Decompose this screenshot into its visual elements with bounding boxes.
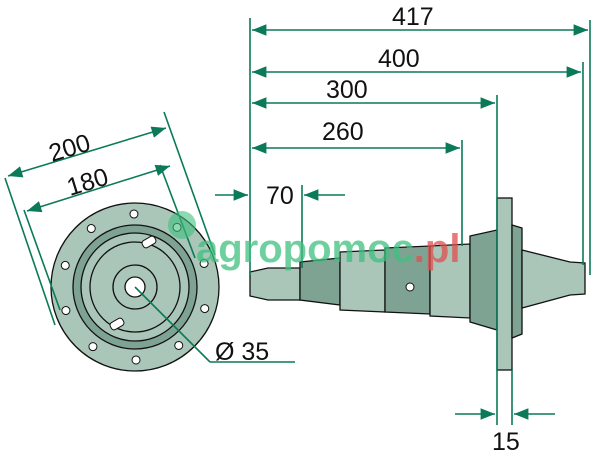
bolt-hole xyxy=(131,355,141,365)
dim-label-417: 417 xyxy=(392,3,434,31)
shaft-side-view xyxy=(249,197,586,371)
dim-label-260: 260 xyxy=(322,118,364,146)
dim-label-200: 200 xyxy=(46,129,94,168)
dim-label-bore: Ø 35 xyxy=(215,338,269,366)
dim-label-180: 180 xyxy=(64,163,112,202)
bolt-hole xyxy=(61,306,71,316)
bolt-hole xyxy=(200,304,210,314)
dim-label-400: 400 xyxy=(378,45,420,73)
extension-lines xyxy=(249,18,591,425)
bolt-hole xyxy=(129,209,139,219)
dimension-200: 200 xyxy=(4,111,216,326)
bolt-hole xyxy=(86,224,96,234)
bolt-hole xyxy=(174,340,184,350)
dim-label-70: 70 xyxy=(266,182,294,210)
dim-label-15: 15 xyxy=(492,428,520,456)
bolt-hole xyxy=(60,260,70,270)
bolt-hole xyxy=(199,258,209,268)
watermark-logo: agropomoc.pl xyxy=(168,211,460,271)
svg-text:agropomoc.pl: agropomoc.pl xyxy=(196,227,460,271)
bolt-hole xyxy=(88,342,98,352)
dim-label-300: 300 xyxy=(326,76,368,104)
dimension-bore: Ø 35 xyxy=(134,286,295,366)
